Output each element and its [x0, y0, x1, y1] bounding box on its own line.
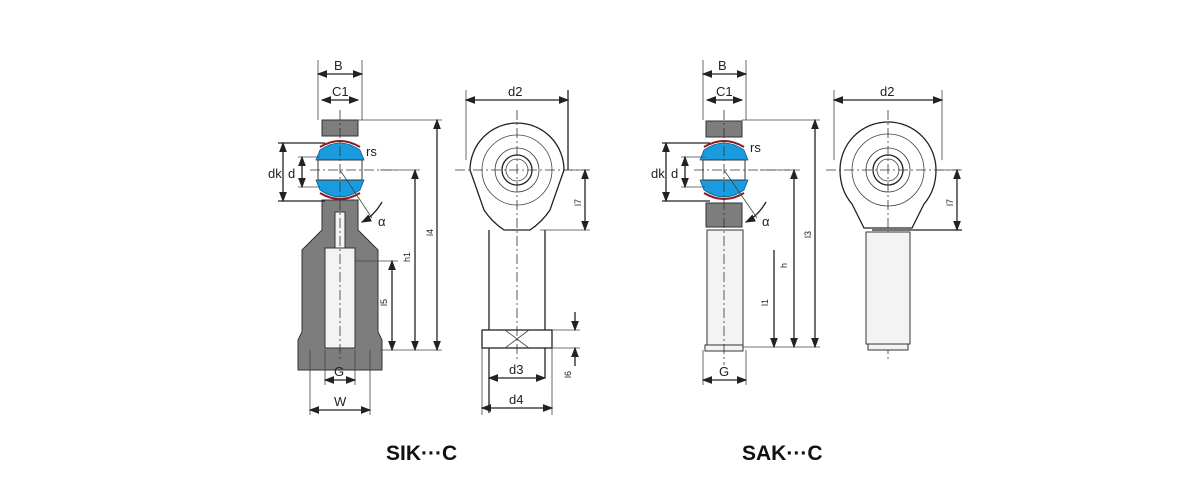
label-C1: C1 — [716, 84, 733, 99]
label-alpha: α — [762, 214, 770, 229]
label-G: G — [719, 364, 729, 379]
label-h: h — [779, 263, 789, 268]
label-rs: rs — [366, 144, 377, 159]
label-h1: h1 — [402, 252, 412, 262]
label-W: W — [334, 394, 347, 409]
label-l7: l7 — [573, 199, 583, 206]
sik-side-view: B C1 dk d rs α l4 h1 l5 G W — [268, 58, 442, 415]
label-G: G — [334, 364, 344, 379]
label-d2: d2 — [508, 84, 522, 99]
label-dk: dk — [651, 166, 665, 181]
label-d2: d2 — [880, 84, 894, 99]
sak-side-view: B C1 dk d rs α l3 h l1 G — [651, 58, 820, 385]
label-d: d — [288, 166, 295, 181]
sik-front-view: d2 l7 l6 d3 d4 — [455, 84, 590, 415]
label-d3: d3 — [509, 362, 523, 377]
label-l6: l6 — [563, 371, 573, 378]
label-l7: l7 — [945, 199, 955, 206]
label-rs: rs — [750, 140, 761, 155]
label-B: B — [334, 58, 343, 73]
label-l1: l1 — [760, 299, 770, 306]
label-l5: l5 — [379, 299, 389, 306]
caption-sik: SIK···C — [386, 442, 457, 465]
label-B: B — [718, 58, 727, 73]
label-l3: l3 — [803, 231, 813, 238]
label-alpha: α — [378, 214, 386, 229]
label-d: d — [671, 166, 678, 181]
label-C1: C1 — [332, 84, 349, 99]
caption-sak: SAK···C — [742, 442, 822, 465]
label-d4: d4 — [509, 392, 523, 407]
sak-front-view: d2 l7 — [826, 84, 962, 360]
label-l4: l4 — [425, 229, 435, 236]
label-dk: dk — [268, 166, 282, 181]
